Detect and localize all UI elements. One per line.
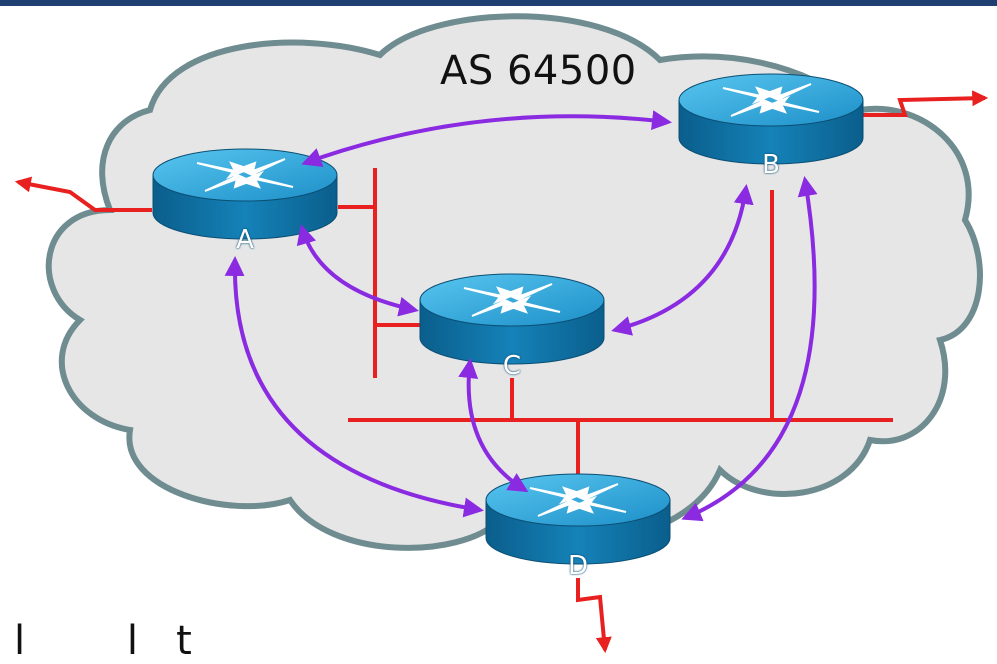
as-label: AS 64500 xyxy=(440,48,637,94)
external-link-b xyxy=(862,90,989,117)
session-a-b xyxy=(301,110,672,167)
router-b-label: B xyxy=(762,150,780,180)
router-a-label: A xyxy=(236,225,254,255)
session-a-d xyxy=(224,256,484,518)
caption-fragment: l l t xyxy=(14,618,192,664)
ibgp-sessions xyxy=(224,110,818,522)
session-b-d xyxy=(681,176,818,522)
session-c-d xyxy=(458,358,529,493)
router-d-label: D xyxy=(567,551,589,581)
external-link-d xyxy=(576,578,612,654)
top-bar xyxy=(0,0,997,6)
router-c-label: C xyxy=(502,351,522,381)
external-link-a xyxy=(14,176,152,212)
